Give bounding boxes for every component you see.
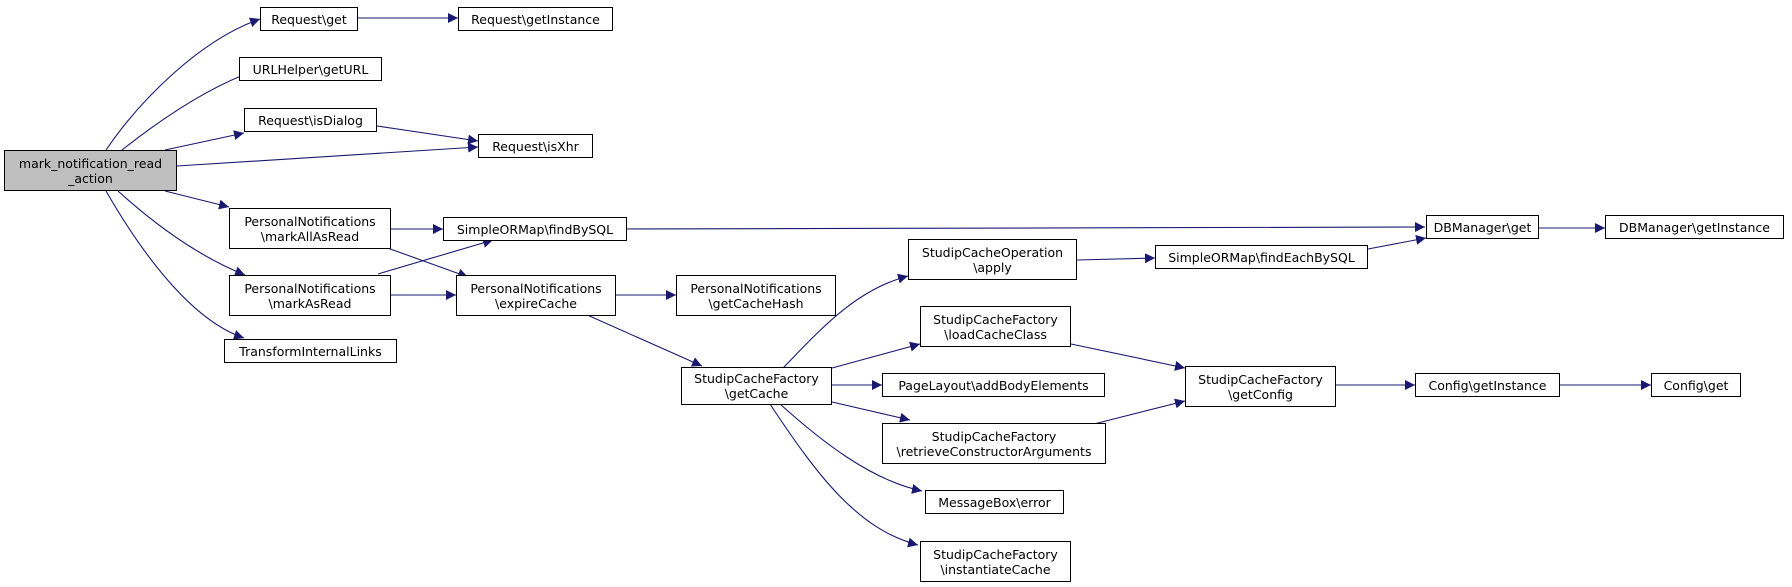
node-label-line-2: \expireCache (495, 295, 577, 311)
edge-markallasread-expirecache (381, 245, 469, 279)
edge-root-urlhelper-geturl (121, 67, 261, 151)
node-personalnotifications-markasread[interactable]: PersonalNotifications \markAsRead (229, 275, 391, 316)
node-label: Request\getInstance (471, 11, 600, 27)
edge-root-pn-markasread (117, 190, 246, 276)
node-label: DBManager\getInstance (1619, 219, 1770, 235)
node-label-line-2: \getCache (724, 386, 789, 401)
edge-root-request-isxhr (176, 142, 479, 167)
edge-getcache-instantiatecache (769, 403, 919, 548)
edge-getcache-retrieveconstructorarguments (831, 401, 911, 423)
node-label-line-1: PersonalNotifications (244, 213, 376, 229)
node-label-line-2: \getCacheHash (708, 295, 804, 311)
edge-getcache-messagebox-error (779, 403, 923, 494)
edge-root-request-get (105, 17, 261, 151)
node-label: Request\get (271, 11, 347, 27)
node-label-line-2: \markAsRead (268, 295, 352, 311)
node-label: DBManager\get (1433, 219, 1532, 235)
node-label-line-2: \retrieveConstructorArguments (896, 443, 1092, 459)
node-request-get[interactable]: Request\get (260, 7, 358, 31)
node-personalnotifications-expirecache[interactable]: PersonalNotifications \expireCache (456, 275, 616, 316)
node-label-line-2: \instantiateCache (940, 561, 1051, 577)
node-transforminternallinks[interactable]: TransformInternalLinks (224, 339, 397, 363)
node-personalnotifications-getcachehash[interactable]: PersonalNotifications \getCacheHash (676, 275, 836, 316)
node-studipcachefactory-instantiatecache[interactable]: StudipCacheFactory \instantiateCache (920, 541, 1071, 582)
node-label: Request\isDialog (258, 112, 363, 128)
node-label-line-2: \markAllAsRead (260, 228, 360, 244)
node-request-getinstance[interactable]: Request\getInstance (458, 7, 613, 31)
node-label: SimpleORMap\findEachBySQL (1168, 249, 1355, 265)
edge-apply-findeachbysql (1076, 253, 1156, 264)
node-label: Request\isXhr (492, 138, 579, 154)
edge-markasread-findbysql (377, 238, 494, 275)
node-pagelayout-addbodyelements[interactable]: PageLayout\addBodyElements (882, 373, 1105, 397)
edge-findeachbysql-dbmanager-get (1367, 234, 1427, 250)
edge-root-transforminternallinks (105, 190, 245, 340)
edge-getcache-loadcacheclass (831, 341, 921, 369)
node-label-line-1: StudipCacheFactory (694, 371, 819, 386)
node-simpleormap-findbysql[interactable]: SimpleORMap\findBySQL (443, 217, 627, 241)
node-request-isdialog[interactable]: Request\isDialog (244, 108, 377, 132)
edge-loadcacheclass-getconfig (1070, 343, 1186, 371)
node-label-line-1: PersonalNotifications (244, 280, 376, 296)
edge-findbysql-dbmanager-get (626, 222, 1426, 233)
node-label-line-2: \loadCacheClass (944, 326, 1047, 342)
node-label-line-2: _action (68, 170, 113, 186)
node-label-line-1: StudipCacheFactory (933, 311, 1058, 327)
node-label-line-1: PersonalNotifications (690, 280, 822, 296)
node-studipcachefactory-retrieveconstructorarguments[interactable]: StudipCacheFactory \retrieveConstructorA… (882, 423, 1106, 464)
node-urlhelper-geturl[interactable]: URLHelper\getURL (239, 57, 382, 81)
node-label: PageLayout\addBodyElements (898, 377, 1089, 393)
edge-root-pn-markallasread (164, 190, 230, 210)
node-label-line-1: StudipCacheOperation (921, 244, 1064, 260)
node-label-line-2: \apply (973, 259, 1012, 275)
node-simpleormap-findeachbysql[interactable]: SimpleORMap\findEachBySQL (1155, 245, 1368, 269)
node-studipcachefactory-getcache[interactable]: StudipCacheFactory \getCache (681, 367, 832, 405)
node-config-getinstance[interactable]: Config\getInstance (1415, 373, 1560, 397)
edge-root-request-isdialog (164, 130, 245, 151)
edge-expirecache-getcache (584, 313, 703, 367)
node-request-isxhr[interactable]: Request\isXhr (478, 134, 593, 158)
node-studipcachefactory-loadcacheclass[interactable]: StudipCacheFactory \loadCacheClass (920, 306, 1071, 347)
node-label: Config\getInstance (1428, 377, 1547, 393)
node-studipcacheoperation-apply[interactable]: StudipCacheOperation \apply (908, 239, 1077, 280)
node-label: URLHelper\getURL (252, 61, 369, 77)
node-label-line-1: StudipCacheFactory (931, 428, 1057, 444)
edge-getcache-apply (782, 273, 909, 369)
node-personalnotifications-markallasread[interactable]: PersonalNotifications \markAllAsRead (229, 208, 391, 249)
node-dbmanager-get[interactable]: DBManager\get (1426, 215, 1539, 239)
node-messagebox-error[interactable]: MessageBox\error (925, 490, 1064, 514)
node-label-line-1: StudipCacheFactory (933, 546, 1058, 562)
node-label: Config\get (1663, 377, 1729, 393)
node-studipcachefactory-getconfig[interactable]: StudipCacheFactory \getConfig (1185, 366, 1336, 407)
node-mark-notification-read-action: mark_notification_read _action (4, 150, 177, 191)
node-label: TransformInternalLinks (239, 343, 382, 359)
node-label: MessageBox\error (938, 494, 1051, 510)
node-label-line-1: mark_notification_read (18, 155, 163, 171)
node-dbmanager-getinstance[interactable]: DBManager\getInstance (1605, 215, 1784, 239)
edge-retrieveconstructorarguments-getconfig (1089, 398, 1186, 426)
node-label-line-2: \getConfig (1228, 386, 1293, 402)
node-config-get[interactable]: Config\get (1651, 373, 1741, 397)
node-label-line-1: StudipCacheFactory (1198, 371, 1323, 387)
edge-isdialog-isxhr (376, 125, 479, 145)
node-label: SimpleORMap\findBySQL (456, 221, 614, 237)
node-label-line-1: PersonalNotifications (470, 280, 602, 296)
